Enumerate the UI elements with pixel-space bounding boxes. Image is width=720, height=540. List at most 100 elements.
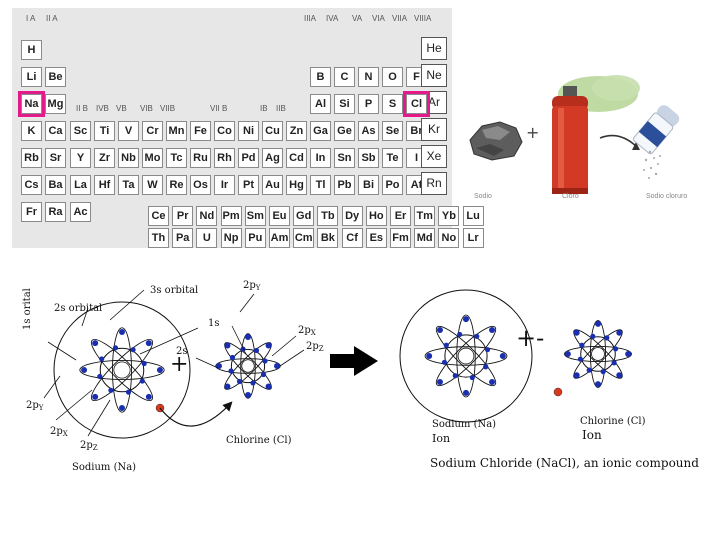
element-cell-os: Os [190, 175, 211, 195]
noble-gas-cell-rn: Rn [421, 172, 447, 195]
element-cell-se: Se [382, 121, 403, 141]
ionic-charge-sign: +- [516, 324, 545, 352]
electron [125, 389, 132, 395]
sodium-ion-name: Sodium (Na) [432, 419, 497, 430]
group-label: VII B [210, 104, 228, 113]
electron-transfer-arrow [159, 401, 233, 427]
element-cell-ce: Ce [148, 206, 169, 226]
electron [99, 356, 105, 362]
nucleus [241, 359, 255, 373]
sodium-name-label: Sodium (Na) [72, 462, 137, 473]
element-cell-co: Co [214, 121, 235, 141]
element-cell-b: B [310, 67, 331, 87]
element-cell-fe: Fe [190, 121, 211, 141]
electron [595, 320, 601, 327]
p-orbital-lobe [435, 325, 497, 387]
cl-2pz-label: 2pZ [306, 341, 324, 353]
chlorine-ion-name: Chlorine (Cl) [580, 416, 646, 427]
electron [81, 367, 88, 373]
element-cell-k: K [21, 121, 42, 141]
electron [224, 342, 231, 349]
compound-caption: Sodium Chloride (NaCl), an ionic compoun… [430, 456, 699, 470]
electron [573, 329, 580, 336]
element-cell-fr: Fr [21, 202, 42, 222]
element-cell-tm: Tm [414, 206, 436, 226]
valence-electron [553, 387, 563, 397]
element-cell-sm: Sm [244, 206, 266, 226]
inner-shell [230, 348, 266, 384]
plus-sign: + [170, 352, 189, 377]
group-label: VIIA [392, 14, 408, 23]
electron [426, 353, 433, 359]
nucleus [457, 347, 475, 365]
element-cell-ag: Ag [262, 148, 283, 168]
electron [489, 379, 496, 386]
element-cell-fm: Fm [390, 228, 411, 248]
element-cell-lr: Lr [462, 228, 484, 248]
electron [474, 333, 480, 339]
electron [604, 335, 610, 341]
element-cell-ca: Ca [45, 121, 66, 141]
group-label: IIIA [304, 14, 317, 23]
electron [265, 342, 272, 349]
group-label: VIA [372, 14, 385, 23]
element-cell-hg: Hg [286, 175, 307, 195]
element-cell-ru: Ru [190, 148, 211, 168]
inner-shell [99, 347, 145, 393]
chlorine-name-label: Chlorine (Cl) [226, 435, 292, 446]
electron [564, 351, 571, 357]
element-cell-zr: Zr [94, 148, 115, 168]
electron [577, 356, 583, 362]
element-cell-bk: Bk [317, 228, 339, 248]
reaction-arrow [330, 346, 378, 376]
electron [616, 372, 623, 379]
chlorine-ion-word: Ion [582, 428, 602, 442]
element-cell-lu: Lu [462, 206, 484, 226]
element-cell-md: Md [414, 228, 436, 248]
electron [139, 378, 145, 384]
element-cell-c: C [334, 67, 355, 87]
electron [253, 347, 260, 354]
element-cell-hf: Hf [94, 175, 115, 195]
electron [436, 379, 443, 386]
electron [224, 383, 231, 390]
element-cell-mn: Mn [166, 121, 187, 141]
p-orbital-lobe [90, 338, 154, 402]
electron [112, 345, 119, 351]
sodium-ion [399, 289, 533, 423]
element-cell-pd: Pd [238, 148, 259, 168]
element-cell-eu: Eu [269, 206, 290, 226]
element-cell-ac: Ac [70, 202, 91, 222]
electron [145, 393, 152, 400]
group-label: VB [116, 104, 127, 113]
electron [119, 329, 125, 336]
element-cell-si: Si [334, 94, 355, 114]
element-cell-nd: Nd [196, 206, 218, 226]
element-cell-pt: Pt [238, 175, 259, 195]
element-cell-rb: Rb [21, 148, 42, 168]
electron [463, 316, 469, 323]
element-cell-es: Es [365, 228, 387, 248]
group-label: VA [352, 14, 363, 23]
element-cell-ga: Ga [310, 121, 331, 141]
noble-gas-cell-he: He [421, 37, 447, 60]
element-cell-rh: Rh [214, 148, 235, 168]
electron [92, 340, 99, 347]
chlorine-ion [553, 320, 632, 397]
element-cell-pu: Pu [244, 228, 266, 248]
element-cell-w: W [142, 175, 163, 195]
nucleus [591, 347, 605, 361]
element-cell-u: U [196, 228, 218, 248]
element-cell-mo: Mo [142, 148, 163, 168]
salt-shaker-image [633, 105, 680, 155]
electron [274, 363, 281, 369]
element-cell-th: Th [148, 228, 169, 248]
noble-gas-cell-xe: Xe [421, 145, 447, 168]
group-label: II A [46, 14, 58, 23]
reaction-plus: + [526, 123, 539, 142]
element-cell-cu: Cu [262, 121, 283, 141]
inner-shell [580, 336, 616, 372]
element-cell-ho: Ho [365, 206, 387, 226]
p-orbital-lobe [224, 342, 272, 390]
